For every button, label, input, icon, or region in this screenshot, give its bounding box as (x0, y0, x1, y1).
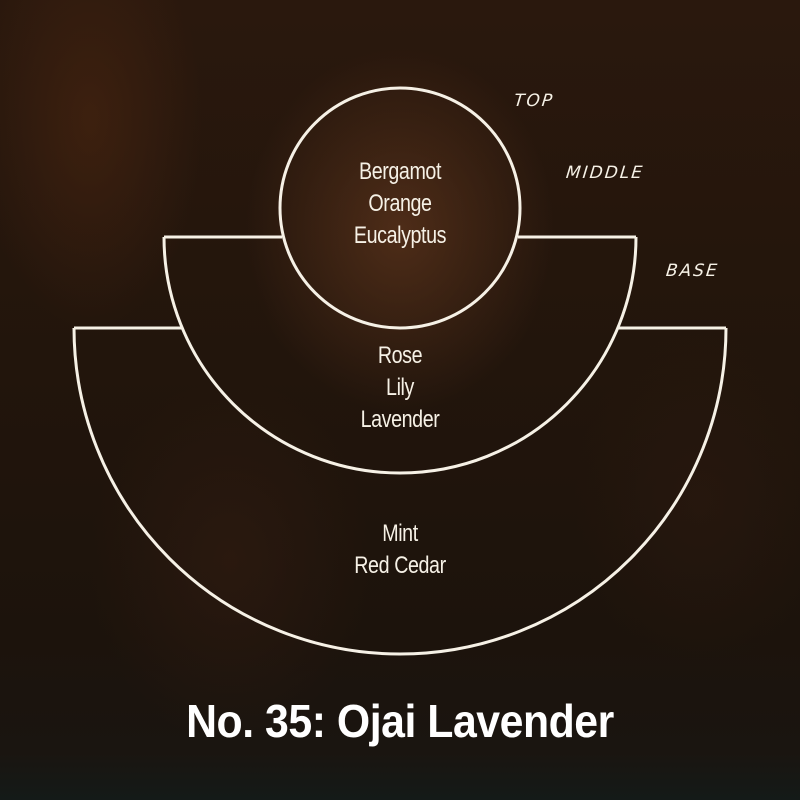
note-red-cedar: Red Cedar (354, 552, 446, 579)
tier-label-middle: MIDDLE (564, 163, 646, 183)
note-lily: Lily (386, 374, 414, 401)
note-mint: Mint (382, 520, 418, 547)
product-title-text: No. 35: Ojai Lavender (186, 695, 614, 747)
product-title: No. 35: Ojai Lavender (0, 694, 800, 748)
note-bergamot: Bergamot (358, 158, 442, 185)
base-notes-list: Mint Red Cedar (293, 518, 506, 582)
note-orange: Orange (368, 190, 432, 217)
tier-label-base: BASE (664, 261, 720, 281)
note-eucalyptus: Eucalyptus (353, 222, 447, 249)
base-notes-shape (72, 326, 728, 656)
top-notes-list: Bergamot Orange Eucalyptus (293, 156, 506, 252)
tier-label-top: TOP (512, 91, 556, 111)
note-rose: Rose (377, 342, 423, 369)
middle-notes-shape (162, 235, 638, 475)
middle-notes-list: Rose Lily Lavender (293, 340, 506, 436)
top-notes-shape (278, 86, 522, 330)
note-lavender: Lavender (360, 406, 440, 433)
